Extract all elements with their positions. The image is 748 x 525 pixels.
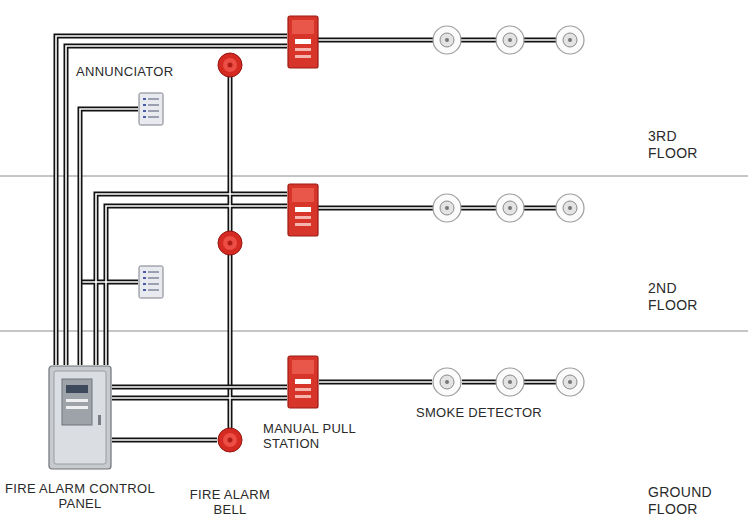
device-label: FIRE ALARM BELL bbox=[175, 487, 285, 517]
smoke-detector-device: SMOKE DETECTOR bbox=[432, 367, 462, 397]
wire-outer bbox=[112, 438, 217, 443]
device-label: ANNUNCIATOR bbox=[76, 64, 173, 79]
bell-symbol bbox=[218, 53, 242, 77]
annunciator-symbol bbox=[139, 266, 163, 298]
detector-symbol bbox=[496, 368, 524, 396]
floor-line bbox=[0, 331, 748, 332]
detector-symbol bbox=[433, 26, 461, 54]
wire-inner bbox=[112, 386, 287, 388]
detector-symbol bbox=[496, 26, 524, 54]
floor-line bbox=[0, 176, 748, 177]
detector-symbol bbox=[433, 194, 461, 222]
wire-connector bbox=[112, 440, 217, 441]
wire-outer bbox=[80, 109, 138, 365]
floor-label: GROUND FLOOR bbox=[648, 484, 728, 518]
pull-station-symbol bbox=[288, 16, 318, 68]
wire-connector bbox=[319, 382, 432, 383]
bell-symbol bbox=[218, 231, 242, 255]
detector-symbol bbox=[496, 194, 524, 222]
device-label: SMOKE DETECTOR bbox=[416, 405, 542, 420]
device-symbol bbox=[138, 92, 164, 126]
annunciator-device: ANNUNCIATOR bbox=[138, 92, 164, 126]
control-panel-device: FIRE ALARM CONTROL PANEL bbox=[48, 365, 112, 470]
floor-label: 3RD FLOOR bbox=[648, 128, 710, 162]
detector-symbol bbox=[556, 26, 584, 54]
detector-symbol bbox=[556, 194, 584, 222]
wire-inner bbox=[112, 439, 217, 441]
wire-inner bbox=[80, 109, 138, 365]
wire-outer bbox=[319, 380, 432, 385]
device-symbol bbox=[217, 427, 243, 453]
detector-symbol bbox=[556, 368, 584, 396]
wire-inner bbox=[319, 381, 432, 383]
wire-outer bbox=[112, 385, 287, 390]
floor-label: 2ND FLOOR bbox=[648, 280, 710, 314]
pull-station-device: MANUAL PULL STATION bbox=[287, 355, 319, 409]
wire-inner bbox=[56, 36, 570, 440]
pull-station-symbol bbox=[288, 184, 318, 236]
wire-connector bbox=[112, 387, 287, 388]
wire-connector bbox=[80, 109, 138, 365]
wire-outer bbox=[56, 36, 570, 440]
device-symbol bbox=[287, 355, 319, 409]
bell-device: FIRE ALARM BELL bbox=[217, 427, 243, 453]
device-label: MANUAL PULL STATION bbox=[263, 421, 367, 451]
device-symbol bbox=[432, 367, 462, 397]
device-symbol bbox=[48, 365, 112, 470]
device-label: FIRE ALARM CONTROL PANEL bbox=[3, 481, 157, 511]
